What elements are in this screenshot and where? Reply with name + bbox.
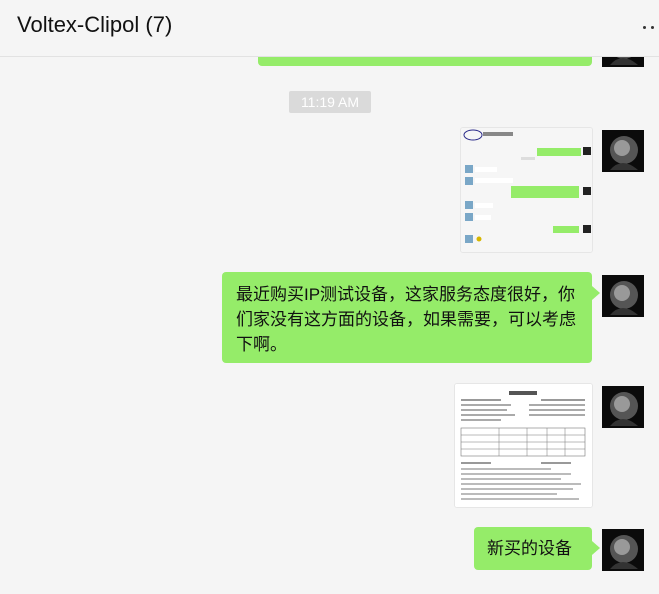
avatar[interactable]: [602, 386, 644, 428]
chat-title: Voltex-Clipol (7): [17, 12, 173, 37]
avatar[interactable]: [602, 57, 644, 67]
timestamp: 11:19 AM: [289, 91, 371, 113]
chat-screenshot-thumbnail: [461, 128, 592, 252]
chat-area[interactable]: 11:19 AM 最近购买IP测试设: [0, 57, 659, 594]
chat-header: Voltex-Clipol (7): [0, 0, 659, 57]
avatar[interactable]: [602, 130, 644, 172]
previous-message-bubble[interactable]: [258, 57, 592, 66]
avatar[interactable]: [602, 529, 644, 571]
message-text: 最近购买IP测试设备，这家服务态度很好，你们家没有这方面的设备，如果需要，可以考…: [236, 285, 576, 354]
image-message-screenshot[interactable]: [460, 127, 593, 253]
message-text: 新买的设备: [487, 539, 572, 558]
message-bubble[interactable]: 新买的设备: [474, 527, 600, 570]
message-bubble[interactable]: 最近购买IP测试设备，这家服务态度很好，你们家没有这方面的设备，如果需要，可以考…: [222, 272, 600, 363]
image-message-document[interactable]: [454, 383, 593, 508]
avatar[interactable]: [602, 275, 644, 317]
more-options-icon[interactable]: [641, 16, 659, 36]
sales-contract-thumbnail: [455, 384, 592, 507]
